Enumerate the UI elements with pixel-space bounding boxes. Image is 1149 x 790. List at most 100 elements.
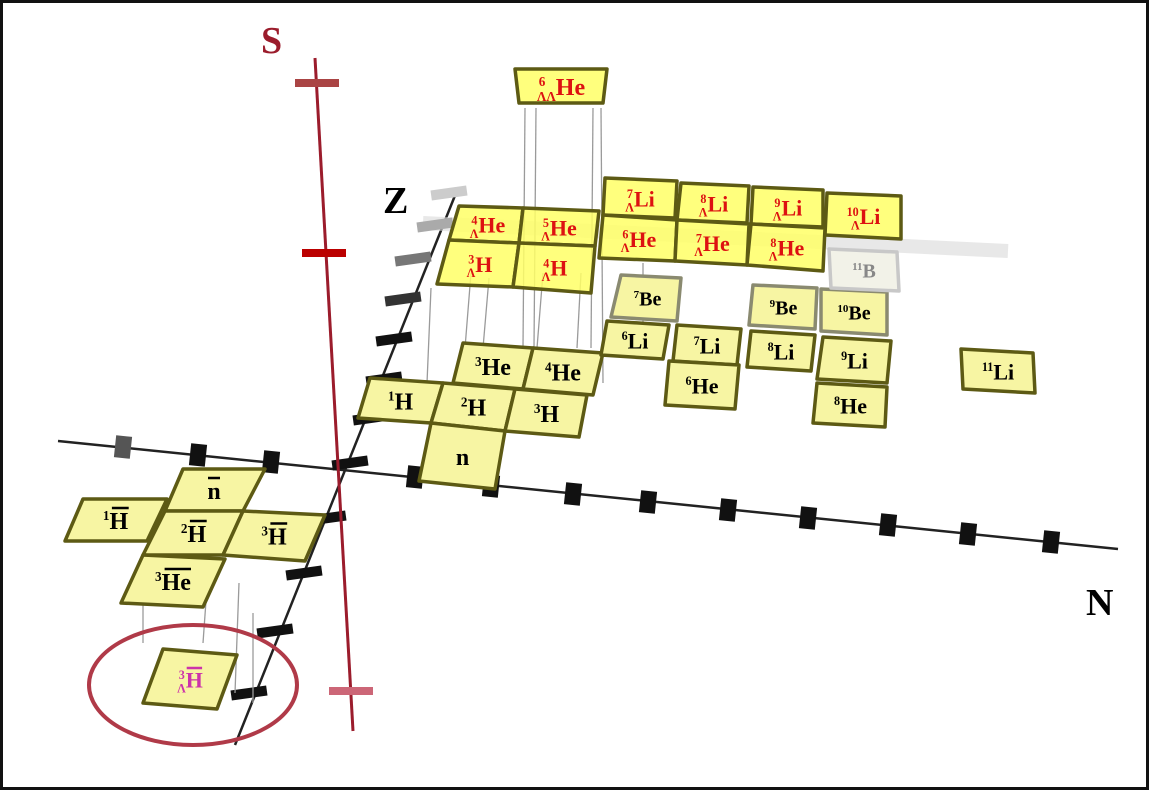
nuclide-symbol: n	[207, 479, 220, 505]
nuclide-symbol: Li	[707, 191, 728, 216]
nuclide-symbol: Be	[775, 297, 797, 319]
nuclide-cell-he4: 4He	[521, 346, 605, 397]
nuclide-symbol: H	[187, 522, 206, 548]
nuclide-label-h3: 3H	[534, 401, 560, 428]
nuclide-lambda: Λ	[470, 227, 479, 241]
nuclide-cell-anti-h3: 3H	[221, 509, 327, 563]
nuclide-mass: 3	[179, 668, 185, 682]
z-axis-tick	[416, 217, 454, 233]
axes-layer	[57, 57, 1119, 746]
n-axis-tick	[1041, 530, 1061, 554]
nuclide-symbol: Li	[781, 195, 802, 220]
z-axis-tick	[375, 331, 413, 347]
nuclide-label-h1: 1H	[388, 389, 414, 416]
cell-shape	[609, 273, 683, 323]
nuclide-label-li8: 8Li	[768, 339, 795, 364]
nuclide-symbol: H	[475, 252, 492, 277]
nuclide-cell-he3: 3He	[451, 341, 535, 391]
s-axis-tick	[329, 687, 373, 695]
z-axis-tick	[285, 565, 323, 581]
nuclide-mass: 3	[261, 524, 268, 539]
nuclide-label-li6: 6Li	[622, 328, 649, 353]
nuclide-mass: 11	[852, 261, 862, 273]
nuclide-label-anti-he3: 3He	[155, 569, 191, 596]
n-axis-tick	[958, 522, 978, 546]
nuclide-symbol: n	[456, 445, 469, 471]
nuclide-mass: 6	[622, 329, 628, 343]
cell-shape	[599, 319, 671, 361]
nuclide-label-n: n	[456, 445, 469, 471]
nuclide-mass: 10	[837, 303, 849, 315]
highlight-circle	[87, 623, 299, 747]
cell-shape	[221, 509, 327, 563]
nuclide-label-be7: 7Be	[634, 288, 662, 310]
nuclide-mass: 10	[847, 205, 859, 219]
nuclide-cell-anti-he3: 3He	[119, 553, 227, 609]
nuclide-symbol: He	[703, 231, 730, 256]
nuclide-lambda: Λ	[542, 270, 551, 284]
nuclide-cell-b11: 11B	[827, 247, 901, 293]
cell-shape	[601, 176, 679, 220]
cell-shape	[745, 222, 827, 273]
nuclide-symbol: H	[540, 402, 559, 428]
cell-shape	[663, 359, 741, 411]
nuclide-cell-be7: 7Be	[609, 273, 683, 323]
cell-shape	[827, 247, 901, 293]
nuclide-label-he3: 3He	[475, 354, 511, 381]
nuclide-symbol: H	[467, 396, 486, 422]
nuclide-mass: 9	[774, 196, 780, 210]
nuclide-lambda: Λ	[625, 201, 634, 215]
nuclide-cell-h3: 3H	[503, 387, 589, 439]
nuclide-symbol: He	[550, 215, 577, 240]
cell-shape	[747, 283, 819, 331]
cell-shape	[119, 553, 227, 609]
z-axis-tick	[256, 623, 294, 639]
nuclide-symbol: Li	[774, 339, 795, 364]
nuclide-symbol: He	[556, 75, 586, 101]
dropline	[426, 287, 432, 384]
nuclide-symbol: H	[550, 256, 567, 281]
nuclide-symbol: H	[268, 525, 287, 551]
nuclide-cell-li9: 9Li	[815, 335, 893, 385]
s-axis-label: S	[261, 20, 282, 62]
nuclide-mass: 7	[696, 232, 702, 246]
nuclide-symbol: Li	[634, 186, 655, 211]
nuclide-mass: 7	[694, 334, 700, 348]
n-axis-tick	[113, 435, 133, 459]
z-axis-tick	[230, 685, 268, 701]
z-axis-label: Z	[383, 180, 408, 222]
n-axis-tick	[261, 450, 281, 474]
nuclide-mass: 3	[155, 569, 162, 584]
nuclide-cell-he6: 6He	[663, 359, 741, 411]
nuclide-label-anti-n: n	[207, 479, 220, 505]
n-axis-line	[57, 439, 1119, 551]
nuclide-lambda: Λ	[699, 206, 708, 220]
nuclide-lambda: Λ	[769, 250, 778, 264]
s-axis-tick	[295, 79, 339, 87]
nuclide-mass: 6	[539, 74, 546, 89]
nuclide-mass: 8	[768, 340, 774, 354]
nuclide-label-anti-h1: 1H	[103, 508, 129, 535]
